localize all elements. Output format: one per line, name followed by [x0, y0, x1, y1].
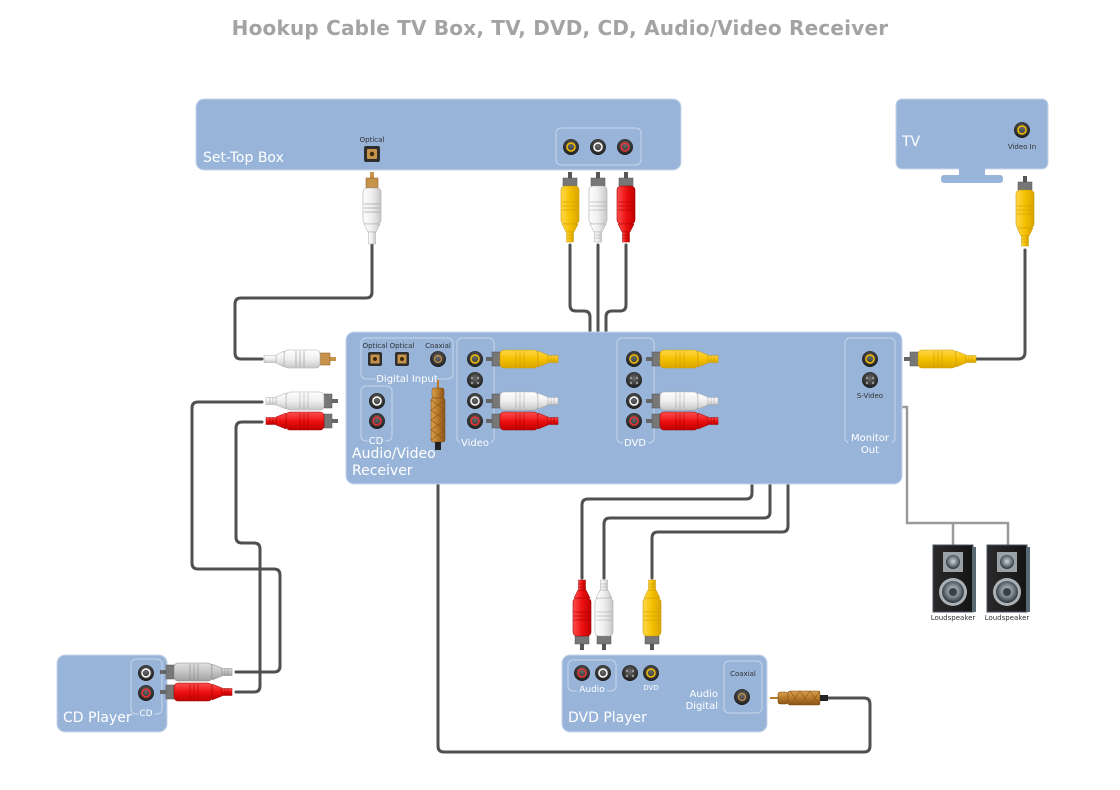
receiver-coaxial-plug[interactable] [430, 380, 446, 450]
loudspeaker-1[interactable]: Loudspeaker [931, 544, 976, 622]
cd-player-red-plug[interactable] [160, 682, 233, 702]
cd-player-jack-white[interactable] [138, 665, 154, 681]
tv[interactable]: TV Video In [895, 98, 1049, 183]
dvd-player[interactable]: DVD Player Audio DVD Audio Digital Coaxi… [561, 654, 768, 733]
dvd-player-svideo-jack[interactable] [622, 665, 638, 681]
receiver-label-line1: Audio/Video [352, 446, 436, 462]
monitor-out-label-line1: Monitor [851, 433, 890, 444]
receiver-monitor-svideo-jack[interactable] [862, 372, 878, 388]
loudspeaker-2-label: Loudspeaker [985, 614, 1030, 622]
plugs [160, 172, 1035, 706]
stb-yellow-plug[interactable] [560, 172, 580, 243]
speaker-wire [902, 405, 1010, 545]
receiver-dvd-jack-white[interactable] [626, 393, 642, 409]
tv-video-in-plug[interactable] [1015, 176, 1035, 247]
receiver-video-white-plug[interactable] [486, 391, 559, 411]
dvd-player-coaxial-jack[interactable] [734, 689, 750, 705]
receiver-dvd-svideo-jack[interactable] [626, 372, 642, 388]
dvd-player-coaxial-plug[interactable] [770, 690, 828, 706]
receiver-dvd-label: DVD [624, 438, 646, 449]
monitor-out-label-line2: Out [861, 445, 879, 456]
receiver-video-label: Video [461, 438, 489, 449]
receiver-video-svideo-jack[interactable] [467, 372, 483, 388]
dvd-player-yellow-plug[interactable] [642, 579, 662, 650]
cd-player-white-plug[interactable] [160, 662, 233, 682]
loudspeaker-2[interactable]: Loudspeaker [985, 544, 1030, 622]
receiver-optical2-port-icon[interactable] [395, 352, 409, 366]
tv-label: TV [901, 134, 921, 150]
receiver-coaxial-label: Coaxial [425, 342, 451, 350]
cable-monitor-tv[interactable] [973, 248, 1027, 361]
dvd-player-audio-digital-line1: Audio [690, 689, 718, 700]
tv-video-in-label: Video In [1008, 143, 1036, 151]
set-top-box-label: Set-Top Box [203, 150, 284, 166]
receiver-cd-red-plug[interactable] [265, 411, 338, 431]
receiver-cd-label: CD [369, 436, 384, 447]
receiver-cd-white-plug[interactable] [265, 391, 338, 411]
optical-port-icon[interactable] [364, 146, 380, 162]
cd-player-jack-red[interactable] [138, 685, 154, 701]
receiver-optical1-port-icon[interactable] [368, 352, 382, 366]
receiver-dvd-yellow-plug[interactable] [646, 349, 719, 369]
cable-cd-white[interactable] [190, 400, 282, 674]
receiver-label-line2: Receiver [352, 463, 413, 479]
dvd-player-dvd-label: DVD [643, 684, 658, 692]
loudspeaker-1-label: Loudspeaker [931, 614, 976, 622]
receiver-video-yellow-plug[interactable] [486, 349, 559, 369]
dvd-player-red-plug[interactable] [572, 579, 592, 650]
stb-optical-label: Optical [360, 136, 385, 144]
receiver-video-red-plug[interactable] [486, 411, 559, 431]
cd-player[interactable]: CD Player CD [56, 654, 168, 733]
receiver-coaxial-jack[interactable] [430, 351, 446, 367]
receiver-video-jack-white[interactable] [467, 393, 483, 409]
receiver-video-jack-red[interactable] [467, 413, 483, 429]
dvd-player-jack-yellow[interactable] [643, 665, 659, 681]
dvd-player-label: DVD Player [568, 710, 647, 726]
receiver-optical2-label: Optical [390, 342, 415, 350]
dvd-player-jack-red[interactable] [574, 665, 590, 681]
cable-coaxial[interactable] [436, 446, 872, 754]
receiver-dvd-white-plug[interactable] [646, 391, 719, 411]
dvd-player-audio-digital-line2: Digital [686, 701, 718, 712]
stb-jack-white[interactable] [590, 139, 606, 155]
diagram-title: Hookup Cable TV Box, TV, DVD, CD, Audio/… [231, 16, 889, 40]
cable-cd-red[interactable] [234, 420, 264, 694]
receiver-optical-plug[interactable] [263, 349, 336, 369]
receiver-svideo-label: S-Video [857, 392, 883, 400]
receiver-cd-jack-white[interactable] [369, 393, 385, 409]
receiver-optical1-label: Optical [363, 342, 388, 350]
receiver-monitor-out-plug[interactable] [904, 349, 977, 369]
receiver-dvd-red-plug[interactable] [646, 411, 719, 431]
cable-optical-stb[interactable] [233, 243, 374, 361]
tv-video-in-jack[interactable] [1014, 122, 1030, 138]
cd-player-cd-label: CD [139, 709, 152, 719]
receiver-dvd-jack-red[interactable] [626, 413, 642, 429]
dvd-player-coaxial-label: Coaxial [730, 670, 756, 678]
receiver-monitor-out-jack[interactable] [862, 351, 878, 367]
cd-player-label: CD Player [63, 710, 132, 726]
dvd-player-audio-label: Audio [579, 685, 605, 695]
stb-red-plug[interactable] [616, 172, 636, 243]
dvd-player-jack-white[interactable] [595, 665, 611, 681]
receiver-dvd-jack-yellow[interactable] [626, 351, 642, 367]
receiver-cd-jack-red[interactable] [369, 413, 385, 429]
stb-white-plug[interactable] [588, 172, 608, 243]
digital-input-label: Digital Input [376, 374, 438, 385]
dvd-player-white-plug[interactable] [594, 579, 614, 650]
stb-optical-plug[interactable] [362, 172, 382, 245]
stb-jack-yellow[interactable] [563, 139, 579, 155]
set-top-box[interactable]: Set-Top Box Optical [195, 98, 682, 171]
av-receiver[interactable]: Audio/Video Receiver Digital Input Optic… [345, 331, 903, 485]
stb-jack-red[interactable] [617, 139, 633, 155]
receiver-video-jack-yellow[interactable] [467, 351, 483, 367]
